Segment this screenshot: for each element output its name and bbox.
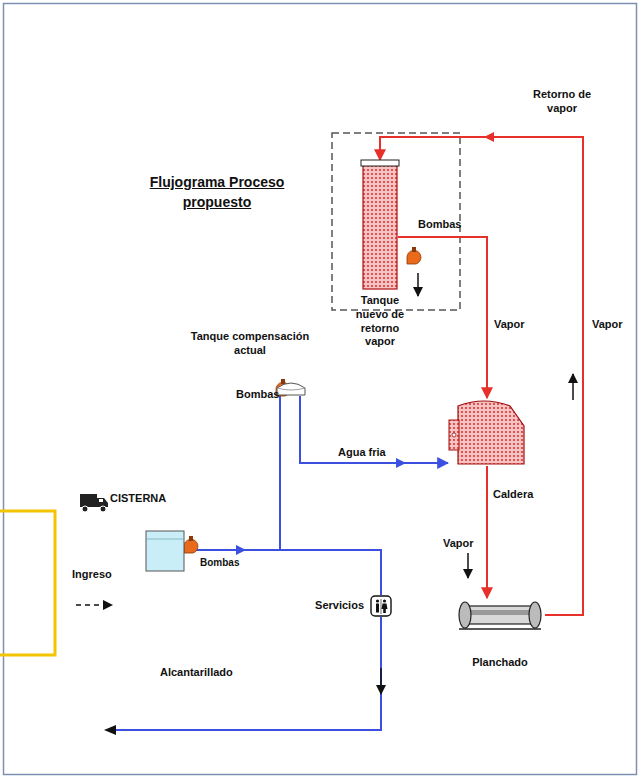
node-label: CISTERNA (110, 492, 200, 506)
cistern-tank: CISTERNA (145, 530, 185, 572)
pump-icon (184, 536, 198, 553)
pump-icon (407, 247, 421, 264)
pipe-label: Retorno de vapor (527, 88, 597, 116)
node-label: Planchado (460, 656, 540, 670)
pipe-connector (380, 137, 583, 615)
flow-arrowhead (484, 132, 494, 142)
pipe-connector (300, 396, 448, 463)
ironing-machine-shape (455, 598, 545, 632)
sewer-label: Alcantarillado (160, 666, 233, 680)
diagram-title: Flujograma Proceso propuesto (148, 172, 286, 213)
pump-label: Bombas (418, 218, 461, 232)
edge-label: Agua fria (336, 446, 388, 459)
cistern-tank-shape (145, 530, 185, 572)
node-label: Tanque nuevo de retorno vapor (347, 294, 413, 349)
sewer-pipe (112, 617, 381, 730)
pipe-connector (185, 550, 381, 595)
services-icon: Servicios (370, 595, 392, 617)
edge-label: Vapor (492, 318, 527, 331)
boiler-shape (448, 398, 526, 466)
flow-arrowhead (396, 458, 406, 468)
flow-arrow (417, 273, 419, 296)
pipe-connector (185, 396, 280, 550)
pipe-connector (486, 466, 488, 598)
edge-label: Vapor (590, 318, 625, 331)
frame (4, 4, 637, 775)
flow-arrow (380, 668, 382, 694)
inflow-arrow (76, 604, 112, 606)
pipe-connector (398, 237, 487, 398)
flow-arrowhead (236, 545, 246, 555)
compensation-tank: Tanque compensación actual (275, 380, 307, 396)
boiler: Caldera (448, 398, 526, 466)
return-tank: Tanque nuevo de retorno vapor (362, 160, 398, 290)
ironing-machine: Planchado (455, 598, 545, 632)
flow-arrow (467, 553, 469, 578)
return-tank-shape (362, 160, 398, 290)
node-label: Tanque compensación actual (180, 330, 320, 358)
pump-label: Bombas (200, 557, 239, 570)
edge-label: Vapor (441, 537, 476, 550)
services-icon-shape (370, 595, 392, 617)
highlight-bracket (0, 511, 55, 655)
inflow-label: Ingreso (72, 568, 112, 582)
node-label: Servicios (280, 599, 364, 613)
node-label: Caldera (493, 488, 563, 502)
pump-label: Bombas (236, 388, 279, 402)
truck-icon (80, 494, 108, 512)
flow-arrow (572, 374, 574, 400)
sewer-arrowhead (104, 725, 116, 735)
compensation-tank-shape (275, 380, 307, 396)
